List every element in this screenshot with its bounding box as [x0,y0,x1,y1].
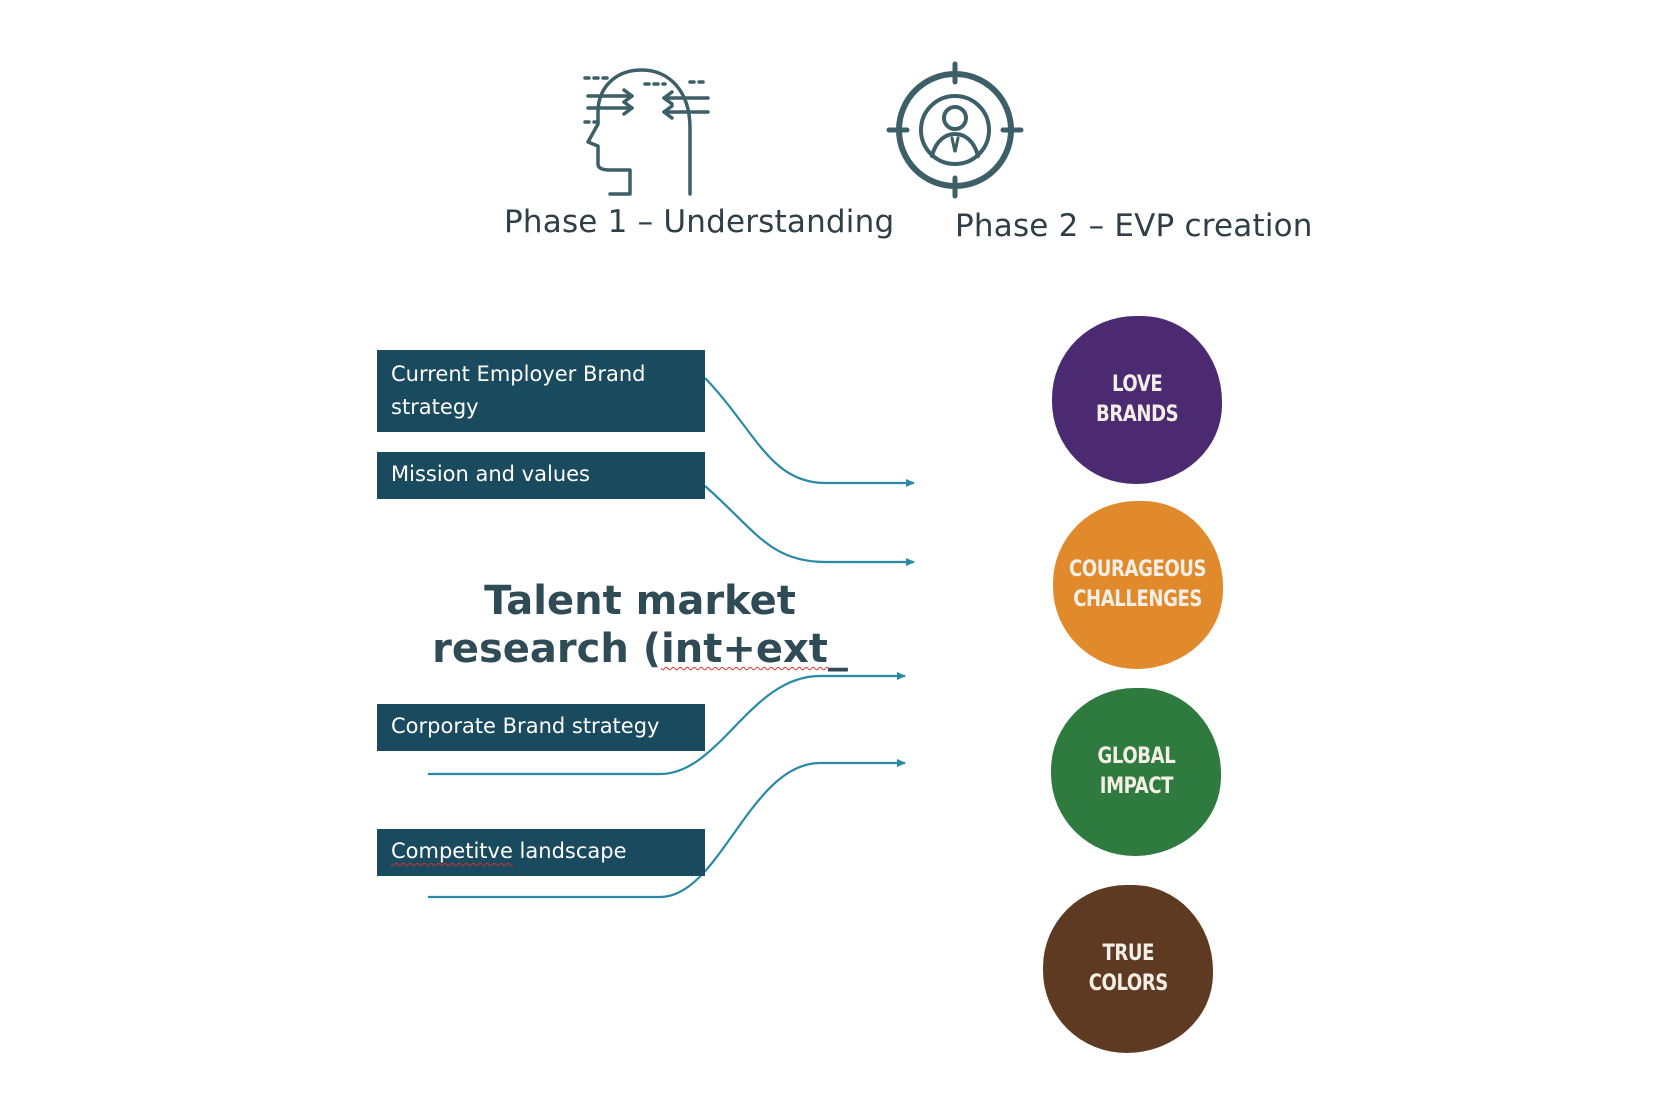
research-line2: research (int+ext_ [420,625,860,673]
input-mission-label: Mission and values [391,462,590,486]
phase-1-label: Phase 1 – Understanding [504,204,895,240]
input-employer-brand-line2: strategy [391,395,479,419]
connector-employer-brand [704,377,915,487]
connector-mission [704,485,915,566]
research-line2-b: int+ext [661,626,828,672]
input-employer-brand-line1: Current Employer Brand [391,362,646,386]
phase-2-label: Phase 2 – EVP creation [955,208,1313,244]
connector-competitive [428,759,906,899]
pillar-love-brands: LOVE BRANDS [1052,316,1222,484]
research-line2-a: research ( [432,626,662,672]
input-competitive-label: Competitve landscape [391,835,691,868]
talent-market-research: Talent market research (int+ext_ [420,577,860,673]
pillar-global-impact: GLOBAL IMPACT [1051,688,1221,856]
pillar-global-impact-label: GLOBAL IMPACT [1097,744,1175,799]
input-corporate-brand-strategy: Corporate Brand strategy [377,704,705,751]
pillar-true-colors: TRUE COLORS [1043,885,1213,1053]
head-arrows-icon [583,68,710,196]
pillar-love-brands-label: LOVE BRANDS [1095,372,1179,427]
input-mission-values: Mission and values [377,452,705,499]
target-person-icon [886,61,1024,199]
input-corporate-label: Corporate Brand strategy [391,714,660,738]
connector-corporate [428,672,906,776]
pillar-courageous-challenges: COURAGEOUS CHALLENGES [1053,501,1223,669]
input-competitive-word: Competitve [391,839,513,863]
pillar-courageous-challenges-label: COURAGEOUS CHALLENGES [1069,557,1207,612]
pillar-true-colors-label: TRUE COLORS [1088,941,1168,996]
input-competitive-rest: landscape [512,839,627,863]
input-employer-brand-strategy: Current Employer Brand strategy [377,350,705,432]
connector-lines [428,377,915,899]
input-competitive-landscape: Competitve landscape [377,829,705,876]
research-line1: Talent market [484,578,796,624]
research-line2-c: _ [827,626,848,672]
